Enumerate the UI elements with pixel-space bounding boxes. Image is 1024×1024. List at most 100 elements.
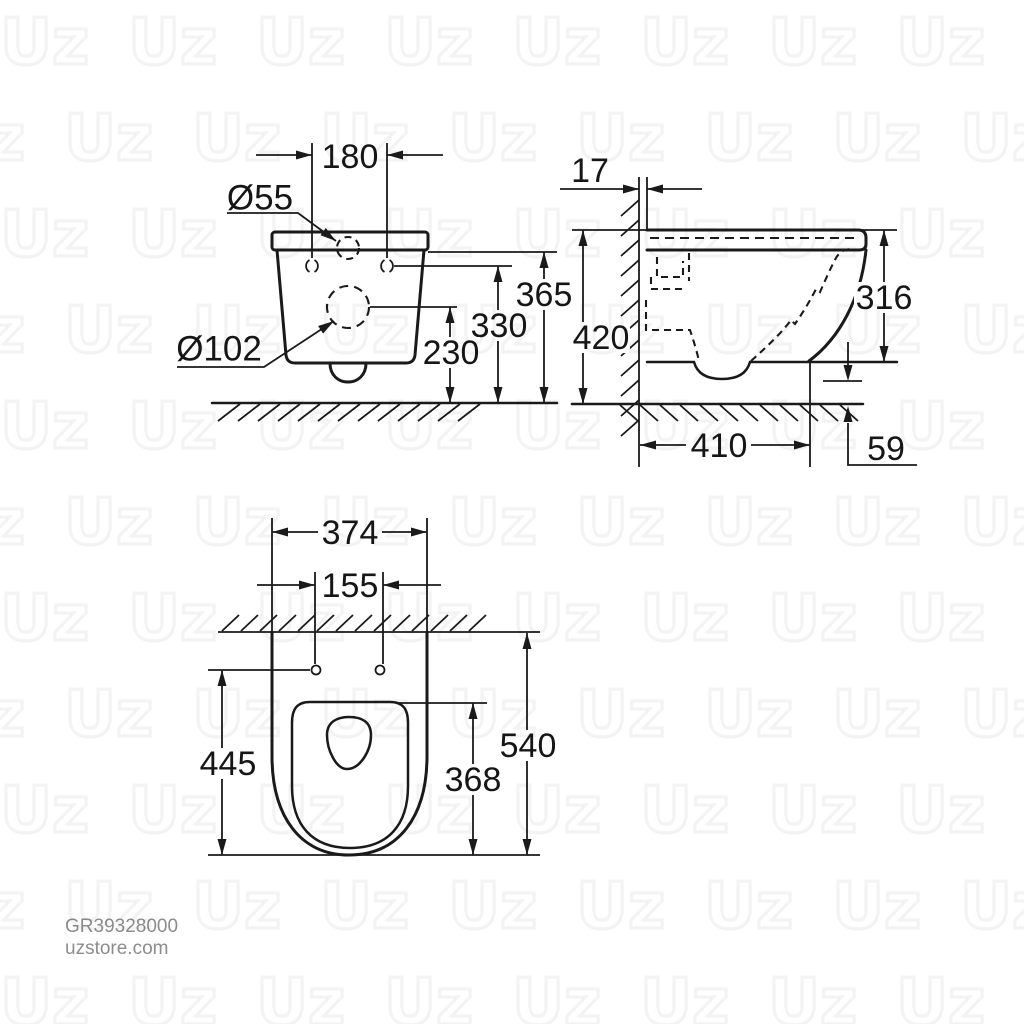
watermark-text: Uz bbox=[0, 6, 89, 80]
watermark-text: Uz bbox=[0, 678, 25, 752]
plan-fixing-hole-left bbox=[310, 664, 322, 676]
dim-180-arrow-right bbox=[387, 150, 403, 160]
front-body-outline bbox=[275, 248, 426, 365]
watermark-text: Uz bbox=[576, 486, 665, 560]
watermark-text: Uz bbox=[768, 966, 857, 1024]
watermark-text: Uz bbox=[960, 678, 1024, 752]
watermark-text: Uz bbox=[256, 6, 345, 80]
watermark-text: Uz bbox=[320, 870, 409, 944]
side-floor-hatch bbox=[619, 404, 859, 422]
dim-365-arrow-bottom bbox=[539, 387, 549, 403]
side-view: 17 420 316 410 bbox=[560, 152, 917, 468]
dim-365-arrow-top bbox=[539, 252, 549, 268]
watermark-text: Uz bbox=[512, 198, 601, 272]
dim-445-arrow-top bbox=[217, 670, 227, 686]
plan-view: 374 155 445 368 bbox=[198, 514, 558, 857]
watermark-text: Uz bbox=[576, 678, 665, 752]
watermark-text: Uz bbox=[448, 102, 537, 176]
dim-374-mask bbox=[318, 517, 382, 548]
dim-230-arrow-bottom bbox=[445, 387, 455, 403]
watermark-text: Uz bbox=[640, 390, 729, 464]
watermark-text: Uz bbox=[512, 390, 601, 464]
watermark-text: Uz bbox=[0, 294, 25, 368]
watermark-text: Uz bbox=[704, 486, 793, 560]
watermark-text: Uz bbox=[128, 774, 217, 848]
dim-420-label: 420 bbox=[573, 319, 630, 357]
dia-102-leader bbox=[177, 320, 335, 368]
dim-365-mask bbox=[514, 279, 574, 310]
watermark-text: Uz bbox=[640, 582, 729, 656]
watermark-text: Uz bbox=[640, 6, 729, 80]
dim-316-arrow-top bbox=[879, 230, 889, 246]
dim-17-arrow-right bbox=[647, 184, 663, 194]
watermark-text: Uz bbox=[960, 486, 1024, 560]
watermark-text: Uz bbox=[576, 870, 665, 944]
front-fixing-hole-left bbox=[305, 259, 319, 273]
side-bowl-outline bbox=[807, 248, 868, 363]
watermark-text: Uz bbox=[896, 966, 985, 1024]
front-floor-hatch bbox=[217, 403, 481, 422]
watermark-text: Uz bbox=[128, 198, 217, 272]
watermark-text: Uz bbox=[896, 198, 985, 272]
watermark-text: Uz bbox=[0, 102, 25, 176]
watermark-text: Uz bbox=[640, 966, 729, 1024]
dim-180-label: 180 bbox=[322, 138, 379, 176]
dia-55-arrow bbox=[320, 228, 336, 241]
watermark-text: Uz bbox=[960, 294, 1024, 368]
watermark-text: Uz bbox=[768, 774, 857, 848]
watermark-text: Uz bbox=[832, 102, 921, 176]
watermark-text: Uz bbox=[64, 294, 153, 368]
watermark-text: Uz bbox=[896, 582, 985, 656]
website-label: uzstore.com bbox=[65, 938, 168, 959]
watermark-text: Uz bbox=[448, 870, 537, 944]
watermark-text: Uz bbox=[64, 870, 153, 944]
watermark-text: Uz bbox=[256, 774, 345, 848]
dim-330-label: 330 bbox=[471, 307, 528, 345]
watermark-text: Uz bbox=[576, 102, 665, 176]
watermark-text: Uz bbox=[192, 678, 281, 752]
flush-channel-hidden-3 bbox=[649, 277, 682, 291]
watermark-text: Uz bbox=[320, 486, 409, 560]
plan-wall-hatch bbox=[221, 614, 487, 632]
watermark-text: Uz bbox=[768, 390, 857, 464]
watermark-text: Uz bbox=[192, 870, 281, 944]
dim-445-label: 445 bbox=[200, 745, 257, 783]
watermark-text: Uz bbox=[768, 198, 857, 272]
front-hole-55 bbox=[335, 235, 361, 261]
watermark-text: Uz bbox=[832, 486, 921, 560]
watermark-text: Uz bbox=[640, 198, 729, 272]
front-view: 180 Ø55 Ø102 365 330 230 bbox=[176, 138, 574, 422]
watermark-text: Uz bbox=[0, 486, 25, 560]
dim-410-arrow-left bbox=[640, 440, 656, 450]
dim-420-arrow-top bbox=[578, 230, 588, 246]
dim-540-arrow-bottom bbox=[522, 839, 532, 855]
watermark-text: Uz bbox=[192, 294, 281, 368]
watermark-layer: UzUzUzUzUzUzUzUzUzUzUzUzUzUzUzUzUzUzUzUz… bbox=[0, 4, 1024, 1024]
watermark-text: Uz bbox=[128, 966, 217, 1024]
watermark-text: Uz bbox=[768, 6, 857, 80]
watermark-text: Uz bbox=[704, 294, 793, 368]
plan-seat-ring-outline bbox=[290, 700, 410, 850]
watermark-text: Uz bbox=[512, 966, 601, 1024]
watermark-text: Uz bbox=[384, 390, 473, 464]
watermark-text: Uz bbox=[448, 486, 537, 560]
watermark-text: Uz bbox=[0, 966, 89, 1024]
dim-155-extension-lines bbox=[314, 572, 384, 664]
watermark-text: Uz bbox=[320, 294, 409, 368]
dia-102-arrow bbox=[318, 321, 334, 334]
watermark-text: Uz bbox=[384, 582, 473, 656]
watermark-text: Uz bbox=[64, 102, 153, 176]
dim-368-arrow-top bbox=[468, 703, 478, 719]
watermark-text: Uz bbox=[0, 774, 89, 848]
dim-180-arrow-left bbox=[296, 150, 312, 160]
dim-540-arrow-top bbox=[522, 633, 532, 649]
watermark-text: Uz bbox=[128, 582, 217, 656]
watermark-text: Uz bbox=[896, 6, 985, 80]
watermark-text: Uz bbox=[0, 198, 89, 272]
dim-374-extension-lines bbox=[271, 518, 428, 632]
watermark-text: Uz bbox=[256, 198, 345, 272]
dim-230-label: 230 bbox=[423, 334, 480, 372]
dim-330-arrow-bottom bbox=[493, 387, 503, 403]
dim-540-mask bbox=[497, 730, 558, 761]
dim-230-arrow-top bbox=[445, 307, 455, 323]
